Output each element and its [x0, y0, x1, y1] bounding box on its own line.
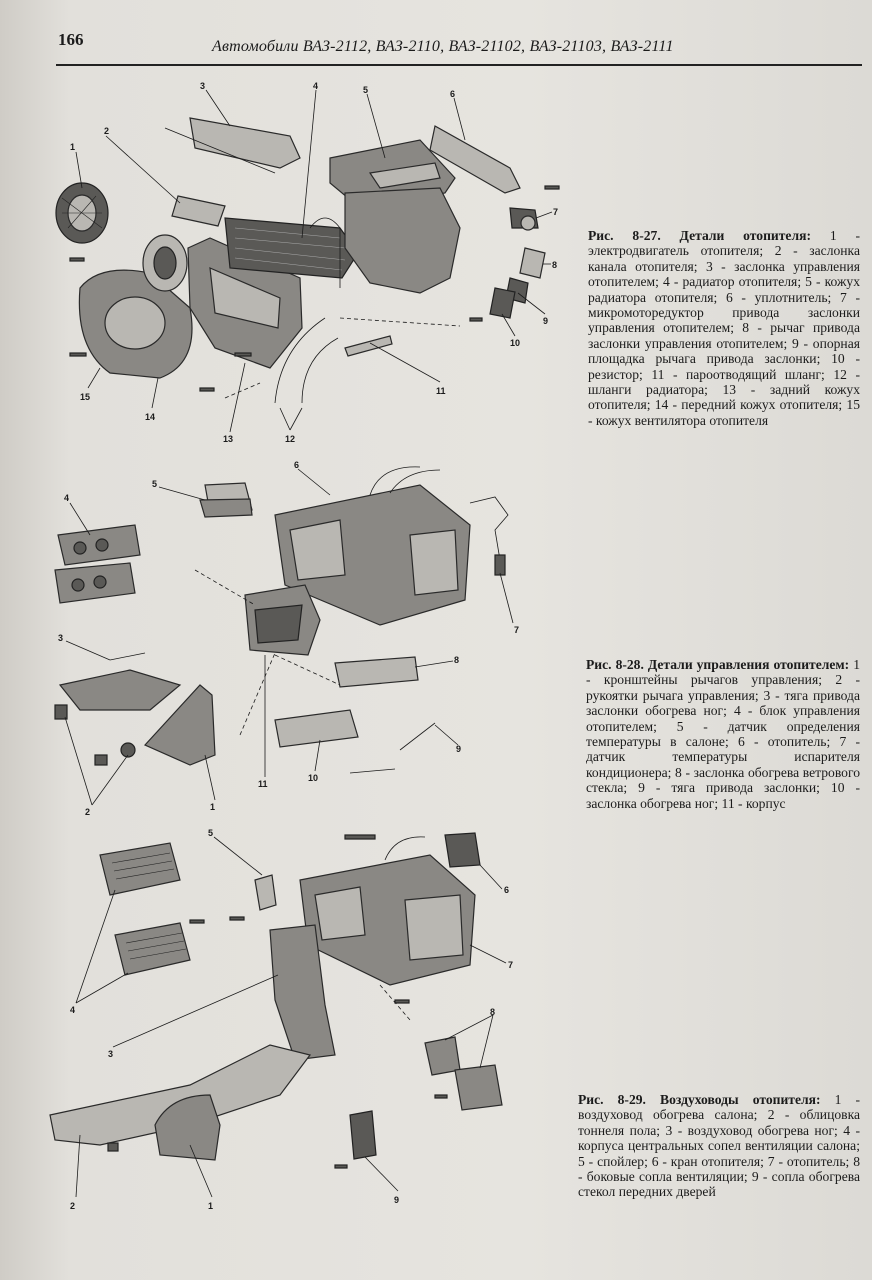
callout-8-27-12: 12	[285, 434, 295, 444]
callout-8-28-6: 6	[294, 460, 299, 470]
callout-8-29-7: 7	[508, 960, 513, 970]
callout-8-27-10: 10	[510, 338, 520, 348]
callout-8-28-11: 11	[258, 779, 268, 789]
callout-8-27-15: 15	[80, 392, 90, 402]
callout-8-29-6: 6	[504, 885, 509, 895]
callout-8-29-9: 9	[394, 1195, 399, 1205]
callout-8-27-11: 11	[436, 386, 446, 396]
figure-8-27-caption-title: Рис. 8-27. Детали отопителя:	[588, 228, 811, 243]
figure-8-29-caption-title: Рис. 8-29. Воздуховоды отопителя:	[578, 1092, 821, 1107]
callout-8-29-5: 5	[208, 828, 213, 838]
callout-8-28-5: 5	[152, 479, 157, 489]
callout-8-28-9: 9	[456, 744, 461, 754]
callout-8-28-10: 10	[308, 773, 318, 783]
callout-8-27-2: 2	[104, 126, 109, 136]
header-rule	[56, 64, 862, 66]
callout-8-27-3: 3	[200, 81, 205, 91]
callout-8-28-3: 3	[58, 633, 63, 643]
callout-8-27-9: 9	[543, 316, 548, 326]
page-number: 166	[58, 30, 84, 49]
callout-8-27-4: 4	[313, 81, 318, 91]
callout-8-27-14: 14	[145, 412, 155, 422]
callout-8-27-13: 13	[223, 434, 233, 444]
callout-8-29-1: 1	[208, 1201, 213, 1211]
callout-8-29-4: 4	[70, 1005, 75, 1015]
callout-8-28-4: 4	[64, 493, 69, 503]
figure-8-27-caption-body: 1 - электродвигатель отопителя; 2 - засл…	[588, 228, 860, 428]
callout-8-27-1: 1	[70, 142, 75, 152]
running-title: Автомобили ВАЗ-2112, ВАЗ-2110, ВАЗ-21102…	[212, 38, 674, 55]
callout-8-27-7: 7	[553, 207, 558, 217]
callout-8-28-7: 7	[514, 625, 519, 635]
callout-8-28-1: 1	[210, 802, 215, 812]
figure-8-28-caption: Рис. 8-28. Детали управления отопителем:…	[586, 657, 860, 811]
figure-8-28-caption-title: Рис. 8-28. Детали управления отопителем:	[586, 657, 850, 672]
figure-8-28-illustration: 4 5 6 7 8 9 10 11 3 2 1	[40, 455, 580, 815]
figure-8-28-caption-body: 1 - кронштейны рычагов управления; 2 - р…	[586, 657, 860, 811]
callout-8-28-2: 2	[85, 807, 90, 815]
callout-8-27-6: 6	[450, 89, 455, 99]
figure-8-29-illustration: 5 6 7 8 4 3 2 1 9	[40, 825, 580, 1220]
figure-8-29-caption: Рис. 8-29. Воздуховоды отопителя: 1 - во…	[578, 1092, 860, 1200]
callout-8-27-8: 8	[552, 260, 557, 270]
callout-8-28-8: 8	[454, 655, 459, 665]
callout-8-29-8: 8	[490, 1007, 495, 1017]
figure-8-27-caption: Рис. 8-27. Детали отопителя: 1 - электро…	[588, 228, 860, 428]
figure-8-29-caption-body: 1 - воздуховод обогрева салона; 2 - обли…	[578, 1092, 861, 1200]
callout-8-27-5: 5	[363, 85, 368, 95]
callout-8-29-2: 2	[70, 1201, 75, 1211]
figure-8-27-illustration: 1 2 3 4 5 6 7 8 9 10 11 12 13 14 15	[40, 78, 580, 458]
callout-8-29-3: 3	[108, 1049, 113, 1059]
